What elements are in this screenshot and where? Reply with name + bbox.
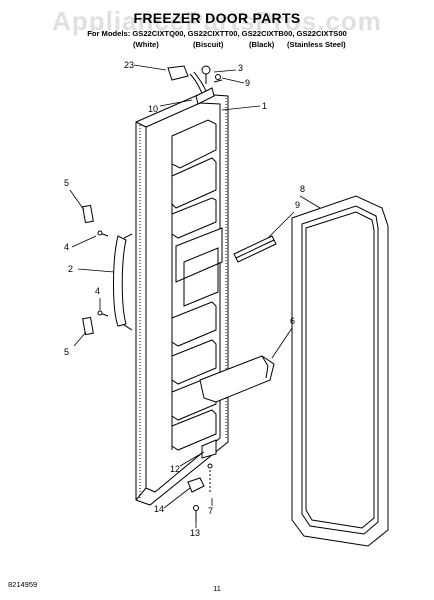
color-white: (White) (133, 40, 159, 49)
callout-11: 10 (148, 104, 158, 114)
callout-6: 6 (290, 316, 295, 326)
door-gasket (291, 195, 389, 547)
color-biscuit: (Biscuit) (193, 40, 224, 49)
callout-1: 1 (262, 101, 267, 111)
hinge-bushing (201, 65, 211, 75)
callout-5-lower: 5 (64, 347, 69, 357)
callout-13: 13 (190, 528, 200, 538)
callout-10: 9 (245, 78, 250, 88)
callout-2: 2 (68, 264, 73, 274)
freezer-door-panel (135, 93, 229, 506)
callout-3: 3 (238, 63, 243, 73)
bottom-hinge (201, 439, 217, 459)
page-number: 11 (213, 584, 221, 593)
handle-end-cap-upper (82, 204, 94, 224)
models-line: For Models: GS22CIXTQ00, GS22CIXTT00, GS… (87, 29, 347, 38)
wire-harness-connector (167, 65, 189, 81)
callout-23: 23 (124, 60, 134, 70)
callout-9: 9 (295, 200, 300, 210)
color-stainless-steel: (Stainless Steel) (287, 40, 346, 49)
document-number: 8214959 (8, 580, 38, 589)
callout-5-upper: 5 (64, 178, 69, 188)
page-title: FREEZER DOOR PARTS (133, 10, 301, 26)
door-handle (113, 235, 127, 327)
callout-4-lower: 4 (95, 286, 100, 296)
callout-4-upper: 4 (64, 242, 69, 252)
callout-8: 8 (300, 184, 305, 194)
callout-7: 7 (208, 506, 213, 516)
callout-14: 14 (154, 504, 164, 514)
color-black: (Black) (249, 40, 275, 49)
callout-12: 12 (170, 464, 180, 474)
handle-end-cap-lower (82, 316, 94, 336)
hinge-bracket (187, 477, 205, 493)
